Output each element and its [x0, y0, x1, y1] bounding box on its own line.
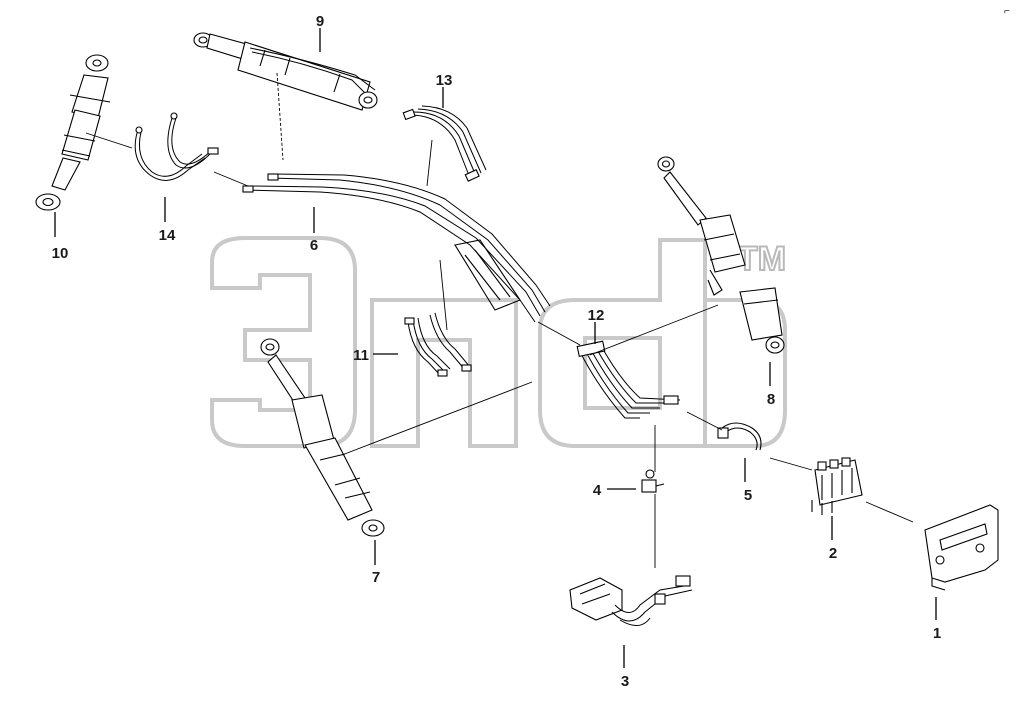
label-part-7: 7 [372, 569, 380, 586]
label-part-10: 10 [52, 245, 69, 262]
part-13-hoses[interactable] [402, 105, 487, 182]
watermark-logo: TM [210, 236, 787, 448]
label-part-8: 8 [767, 391, 775, 408]
label-part-1: 1 [933, 625, 941, 642]
corner-mark: ⌐ [1004, 6, 1010, 17]
label-part-6: 6 [310, 237, 318, 254]
part-8-cylinder[interactable] [657, 156, 785, 354]
part-14-hoses[interactable] [134, 112, 219, 181]
part-6-hose-assembly[interactable] [242, 173, 551, 323]
label-part-9: 9 [316, 13, 324, 30]
part-7-cylinder[interactable] [260, 338, 385, 537]
part-11-hoses[interactable] [404, 312, 472, 377]
label-part-12: 12 [588, 307, 605, 324]
label-part-2: 2 [829, 545, 837, 562]
part-10-cylinder[interactable] [35, 54, 111, 211]
part-5-clip[interactable] [717, 422, 762, 451]
leader-lines [54, 28, 937, 668]
part-9-cylinder[interactable] [193, 32, 378, 111]
label-part-4: 4 [593, 482, 602, 499]
connector-lines [85, 72, 914, 568]
part-12-hose-bundle[interactable] [576, 340, 681, 419]
part-3-assembly[interactable] [569, 575, 693, 626]
label-part-3: 3 [621, 673, 629, 690]
part-2-valve-block[interactable] [811, 457, 863, 515]
label-part-13: 13 [436, 72, 453, 89]
part-1-bracket[interactable] [924, 504, 999, 591]
watermark-trademark: TM [737, 240, 786, 278]
label-part-11: 11 [353, 347, 369, 364]
label-part-14: 14 [159, 227, 176, 244]
label-part-5: 5 [744, 487, 752, 504]
part-labels: 1 2 3 4 5 6 7 8 9 10 11 12 13 14 [52, 13, 942, 690]
part-4-fitting[interactable] [641, 469, 665, 493]
